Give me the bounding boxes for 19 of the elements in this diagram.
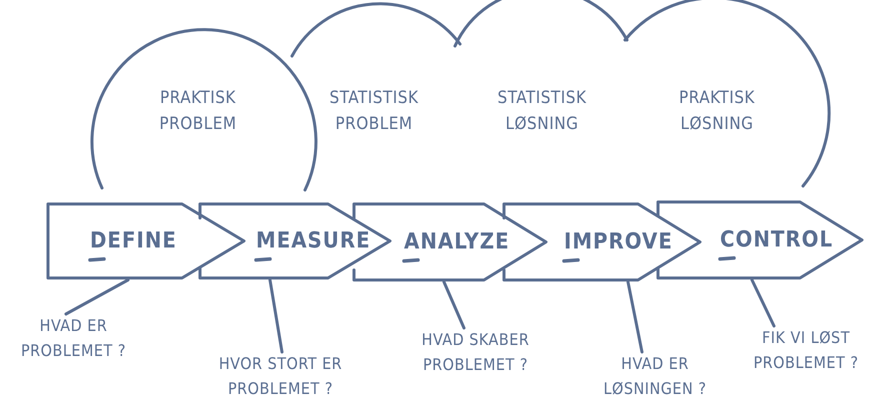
leader-line bbox=[64, 278, 130, 316]
step-label: IMPROVE bbox=[564, 230, 673, 254]
phase-label: STATISTISK LØSNING bbox=[496, 87, 588, 136]
phase-label: STATISTISK PROBLEM bbox=[328, 87, 420, 136]
question-text: HVAD ER PROBLEMET ? bbox=[20, 315, 127, 362]
question-text: HVAD ER LØSNINGEN ? bbox=[602, 353, 708, 400]
step-label: MEASURE bbox=[256, 228, 371, 254]
question-text: FIK VI LØST PROBLEMET ? bbox=[752, 327, 860, 374]
leader-line bbox=[626, 280, 644, 354]
phase-label: PRAKTISK LØSNING bbox=[678, 87, 756, 136]
question-text: HVOR STORT ER PROBLEMET ? bbox=[218, 353, 344, 400]
leader-line bbox=[442, 280, 466, 330]
step-label: CONTROL bbox=[720, 228, 834, 252]
step-label: ANALYZE bbox=[404, 230, 510, 254]
step-label: DEFINE bbox=[90, 228, 177, 254]
leader-line bbox=[750, 278, 776, 328]
question-text: HVAD SKABER PROBLEMET ? bbox=[420, 329, 530, 376]
phase-label: PRAKTISK PROBLEM bbox=[158, 87, 238, 136]
leader-line bbox=[268, 278, 284, 354]
